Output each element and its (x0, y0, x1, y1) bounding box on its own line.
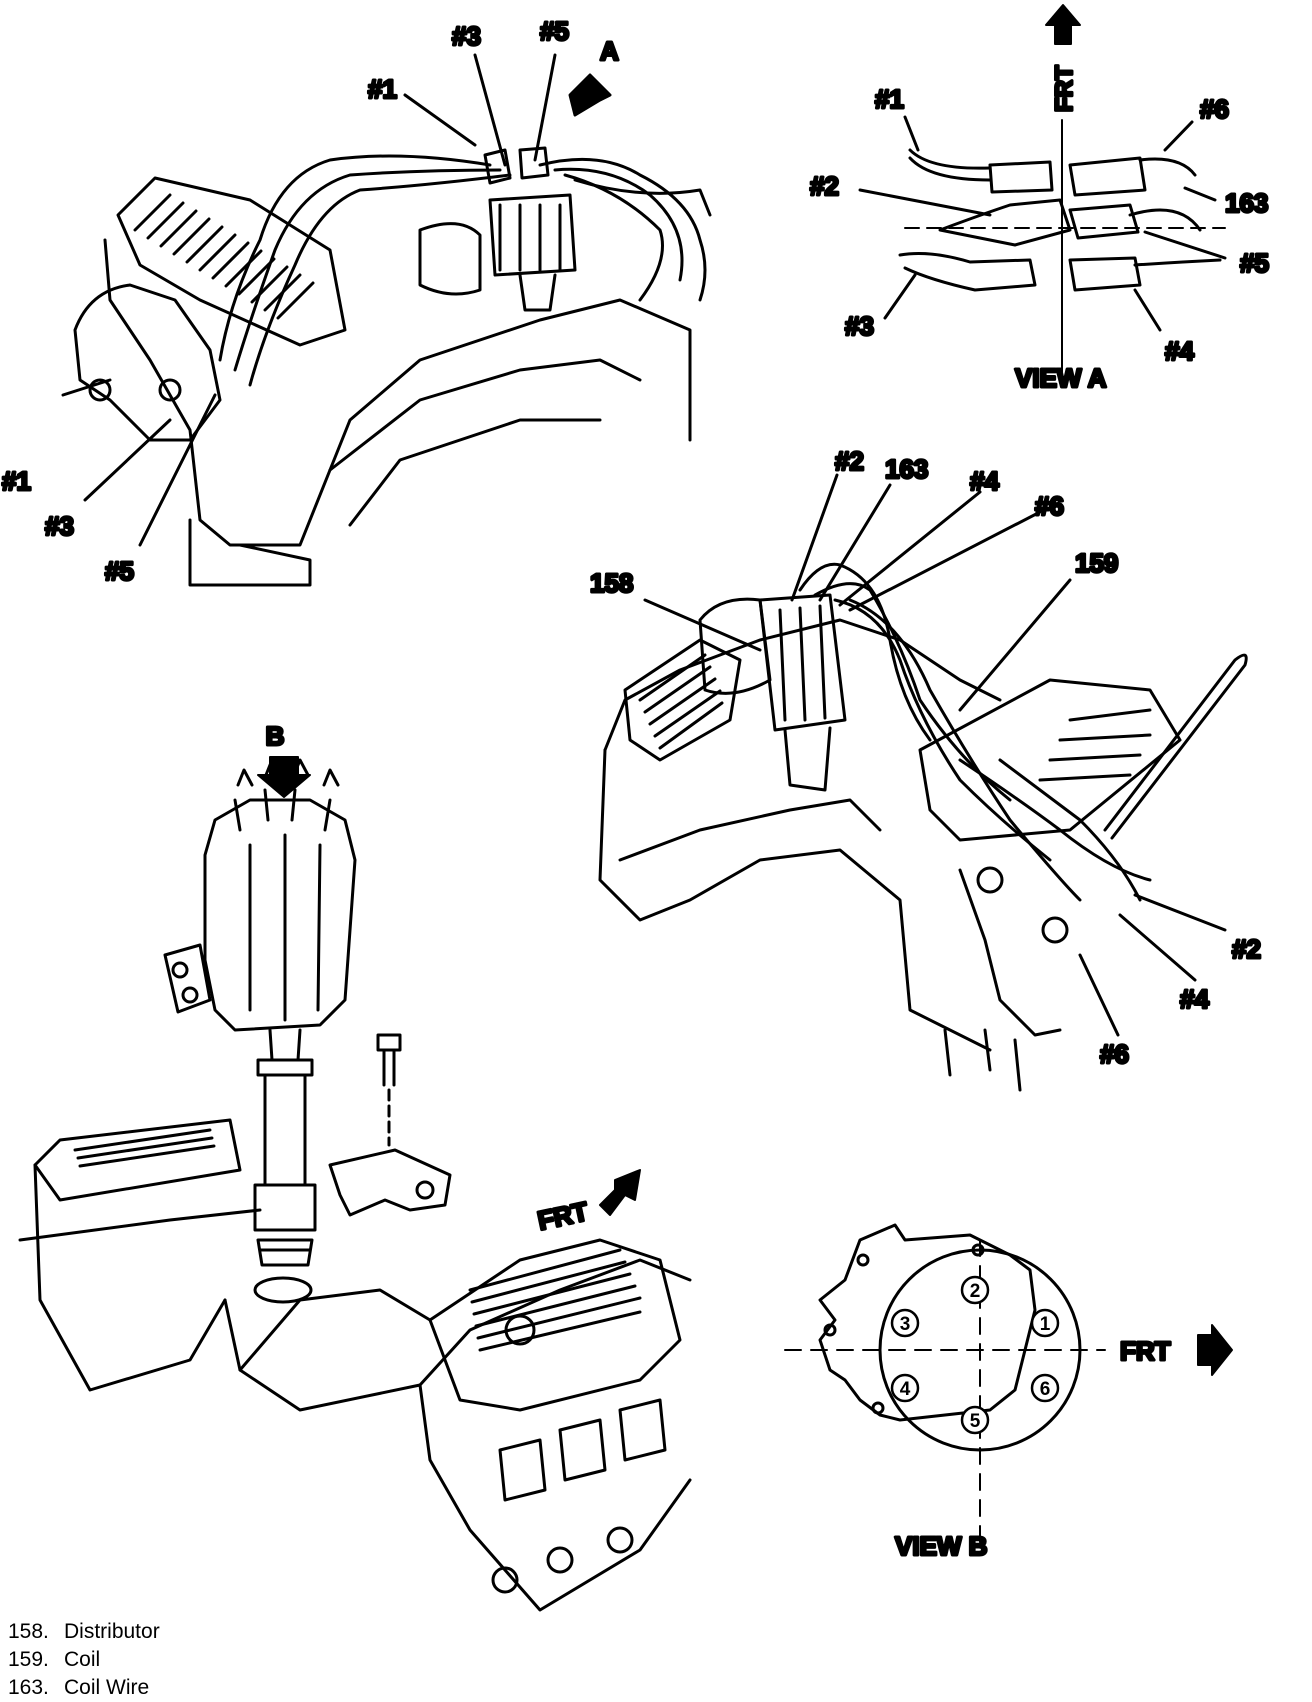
label-n5-lower: #5 (105, 556, 134, 586)
terminal-1-label: 1 (1040, 1314, 1051, 1335)
leader-r-n6-lower (1078, 953, 1120, 1037)
legend-num: 163. (8, 1676, 49, 1699)
leader-r-163 (818, 483, 892, 602)
label-view-b-arrow: B (266, 721, 285, 751)
terminal-2-circle (960, 1275, 990, 1305)
leader-a-n4 (1133, 288, 1162, 332)
right-engine-callouts (643, 473, 1227, 1037)
legend-item-distributor: 158. Distributor (8, 1618, 160, 1646)
leader-a-n6 (1163, 120, 1194, 152)
view-b-drawing (784, 1223, 1233, 1551)
leader-r-n2-lower (1133, 893, 1227, 932)
leader-a-n5 (1143, 230, 1227, 260)
label-n1-upper: #1 (368, 74, 397, 104)
legend-name: Distributor (64, 1620, 160, 1643)
leader-n5-upper (533, 53, 557, 162)
terminal-3-circle (890, 1308, 920, 1338)
leader-a-n3 (883, 273, 917, 320)
leader-n5-lower (138, 393, 217, 547)
label-view-a-arrow: A (600, 36, 619, 66)
terminal-5-label: 5 (970, 1411, 981, 1432)
right-label-n4-upper: #4 (970, 466, 999, 496)
view-b-terminals: 1 2 3 4 5 6 (890, 1275, 1060, 1435)
leader-r-n4-lower (1118, 913, 1197, 982)
frt-up-arrow-icon (1045, 4, 1081, 45)
leader-r-158 (643, 598, 762, 652)
terminal-2-label: 2 (970, 1281, 981, 1302)
view-b-frt-arrow-icon (1197, 1324, 1233, 1376)
terminal-4-circle (890, 1373, 920, 1403)
terminal-5-circle (960, 1405, 990, 1435)
terminal-4-label: 4 (900, 1379, 911, 1400)
label-n5-upper: #5 (540, 16, 569, 46)
view-b-title: VIEW B (895, 1531, 987, 1561)
right-engine-drawing (598, 562, 1248, 1092)
leader-r-159 (958, 578, 1072, 712)
leader-a-163 (1183, 186, 1217, 202)
view-a-label-n4: #4 (1165, 336, 1194, 366)
terminal-6-label: 6 (1040, 1379, 1051, 1400)
right-label-n6-upper: #6 (1035, 491, 1064, 521)
top-engine-callouts (61, 53, 612, 547)
view-a-callouts (858, 115, 1227, 332)
legend-num: 158. (8, 1620, 49, 1643)
view-a-label-n6: #6 (1200, 94, 1229, 124)
right-label-158: 158 (590, 568, 633, 598)
legend-item-coil: 159. Coil (8, 1646, 160, 1674)
view-a-label-n3: #3 (845, 311, 874, 341)
arrow-a-icon (568, 73, 612, 117)
view-a-label-n1: #1 (875, 84, 904, 114)
leader-r-n6-upper (848, 510, 1042, 612)
leader-a-n1 (903, 115, 920, 152)
right-label-163: 163 (885, 454, 928, 484)
view-b-frt-label: FRT (1120, 1336, 1171, 1366)
view-a-drawing (898, 4, 1226, 376)
terminal-1-circle (1030, 1308, 1060, 1338)
leader-n3-upper (473, 53, 507, 167)
label-n1-lower: #1 (2, 466, 31, 496)
view-a-label-n2: #2 (810, 171, 839, 201)
install-frt-label: FRT (535, 1196, 591, 1236)
leader-n3-lower (83, 418, 172, 502)
legend-name: Coil (64, 1648, 101, 1671)
leader-n1-upper (403, 93, 477, 147)
frt-arrow-icon (599, 1169, 641, 1216)
leader-r-n2-upper (790, 473, 839, 602)
legend-name: Coil Wire (64, 1676, 150, 1699)
label-n3-upper: #3 (452, 21, 481, 51)
legend-item-coil-wire: 163. Coil Wire (8, 1674, 160, 1702)
view-a-frt-label: FRT (1051, 65, 1078, 112)
right-label-159: 159 (1075, 548, 1118, 578)
leader-n1-lower (61, 378, 112, 397)
right-label-n6-lower: #6 (1100, 1039, 1129, 1069)
legend-num: 159. (8, 1648, 49, 1671)
view-a-title: VIEW A (1015, 363, 1107, 393)
view-a-label-n5: #5 (1240, 248, 1269, 278)
right-label-n4-lower: #4 (1180, 984, 1209, 1014)
leader-a-n2 (858, 188, 992, 217)
view-a-label-163: 163 (1225, 188, 1268, 218)
terminal-6-circle (1030, 1373, 1060, 1403)
parts-legend: 158. Distributor 159. Coil 163. Coil Wire (8, 1618, 160, 1702)
right-label-n2-lower: #2 (1232, 934, 1261, 964)
terminal-3-label: 3 (900, 1314, 911, 1335)
top-engine-drawing (73, 146, 712, 587)
view-b-cap-circle (878, 1248, 1082, 1452)
leader-r-n4-upper (838, 490, 982, 607)
right-label-n2-upper: #2 (835, 446, 864, 476)
distributor-install-drawing (18, 756, 692, 1612)
label-n3-lower: #3 (45, 511, 74, 541)
